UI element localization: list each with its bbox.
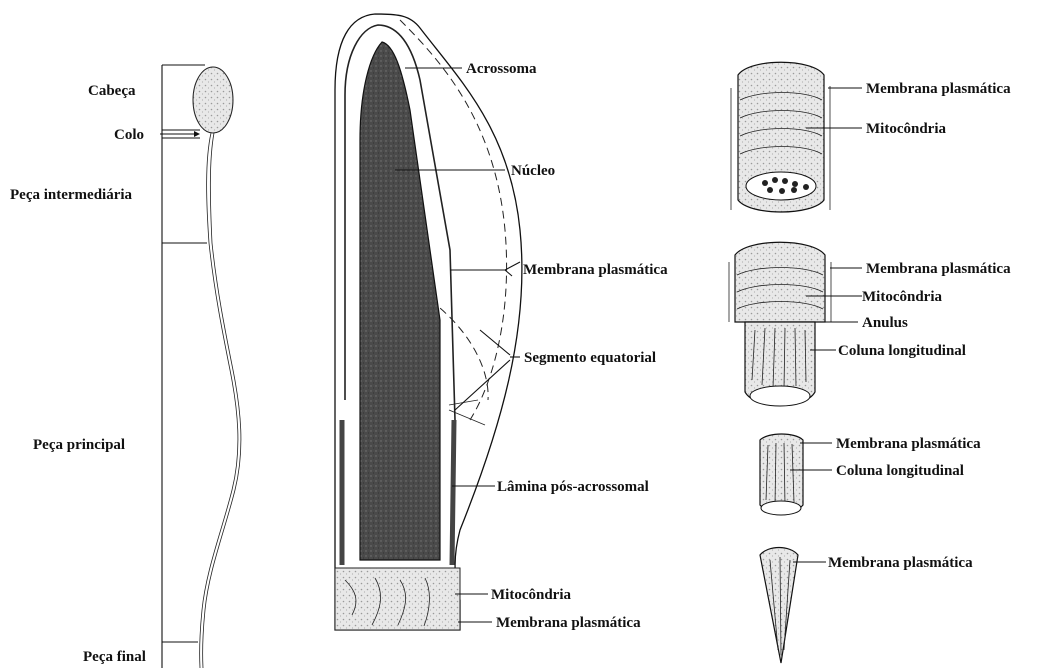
neck-mitochondria-block — [335, 568, 460, 630]
label-midpiece: Peça intermediária — [10, 187, 133, 203]
label-head: Cabeça — [88, 83, 136, 99]
whole-sperm-figure: Cabeça Colo Peça intermediária Peça prin… — [10, 65, 241, 668]
label-endpiece-plasma-membrane: Membrana plasmática — [828, 555, 973, 571]
label-mitochondria-head: Mitocôndria — [491, 587, 571, 603]
label-end-piece: Peça final — [83, 649, 146, 665]
label-acrosome: Acrossoma — [466, 61, 537, 77]
endpiece-section-figure: Membrana plasmática — [760, 548, 973, 664]
label-postacrosomal-lamina: Lâmina pós-acrossomal — [497, 479, 649, 495]
midpiece-section-figure: Membrana plasmática Mitocôndria — [731, 62, 1011, 212]
label-plasma-membrane-head: Membrana plasmática — [523, 262, 668, 278]
label-annulus-mitochondria: Mitocôndria — [862, 289, 942, 305]
label-principal-longitudinal-column: Coluna longitudinal — [836, 463, 964, 479]
annulus-section-figure: Membrana plasmática Mitocôndria Anulus C… — [729, 242, 1011, 406]
label-midpiece-mitochondria: Mitocôndria — [866, 121, 946, 137]
label-equatorial-segment: Segmento equatorial — [524, 350, 656, 366]
sperm-tail-shape — [200, 133, 238, 668]
label-annulus-plasma-membrane: Membrana plasmática — [866, 261, 1011, 277]
region-brackets — [162, 65, 207, 668]
sperm-head-shape — [193, 67, 233, 133]
label-principal-plasma-membrane: Membrana plasmática — [836, 436, 981, 452]
label-annulus: Anulus — [862, 315, 908, 331]
label-nucleus: Núcleo — [511, 163, 555, 179]
label-principal-piece: Peça principal — [33, 437, 125, 453]
label-midpiece-plasma-membrane: Membrana plasmática — [866, 81, 1011, 97]
principal-section-figure: Membrana plasmática Coluna longitudinal — [760, 434, 981, 515]
label-annulus-longitudinal-column: Coluna longitudinal — [838, 343, 966, 359]
label-neck: Colo — [114, 127, 144, 143]
label-plasma-membrane-bottom: Membrana plasmática — [496, 615, 641, 631]
head-section-figure: Acrossoma Núcleo Membrana plasmática Seg… — [335, 14, 668, 631]
